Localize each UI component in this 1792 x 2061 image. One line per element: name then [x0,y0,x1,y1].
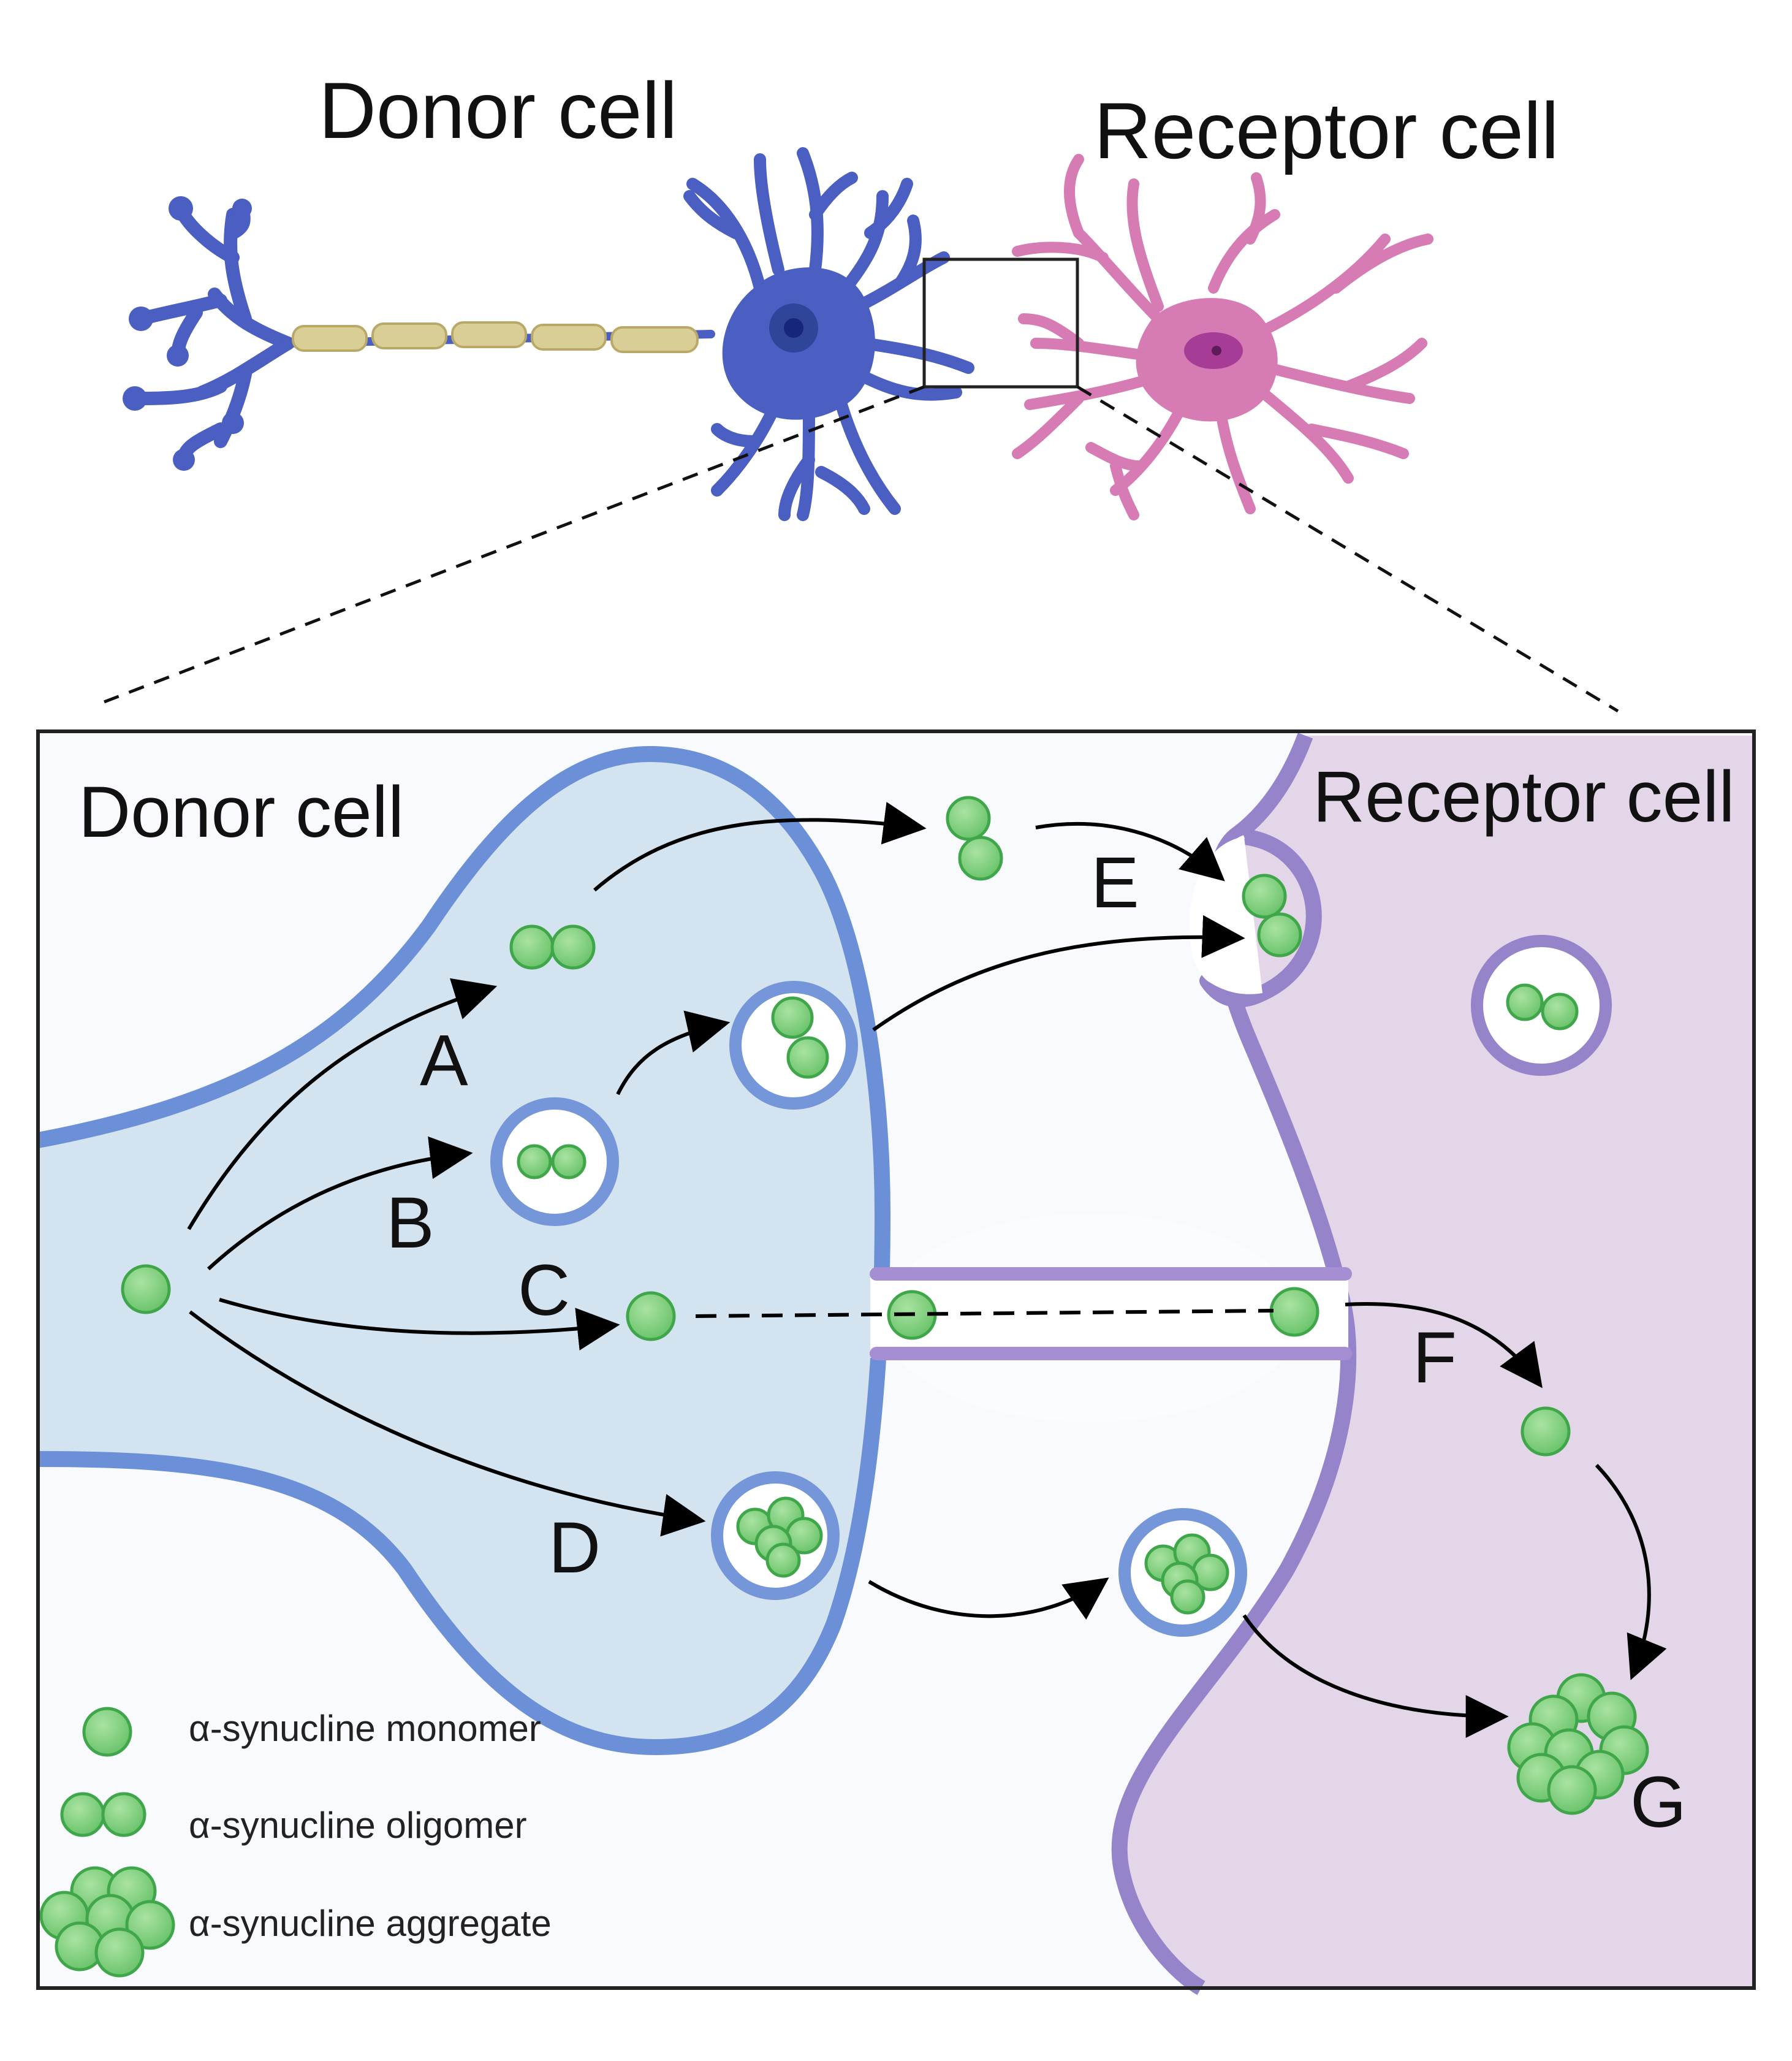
detail-receptor-title: Receptor cell [1313,756,1735,837]
aggregate-D [736,1496,823,1578]
arrow-A [187,978,498,1230]
donor-dendrites [683,147,974,521]
step-label-F: F [1413,1317,1457,1398]
step-label-D: D [549,1507,601,1588]
aggregate-G [1507,1673,1649,1815]
arrow-D-out [868,1577,1109,1620]
step-label-A: A [420,1020,468,1101]
oligomer-extracellular [946,796,1003,881]
legend-oligomer-label: α-synucline oligomer [189,1805,527,1846]
monomer-C [626,1291,676,1341]
arrow-F [1345,1302,1543,1389]
dashed-line-C [695,1309,1274,1318]
step-label-G: G [1630,1762,1687,1843]
top-receptor-title: Receptor cell [1094,86,1559,175]
legend-monomer-label: α-synucline monomer [189,1708,541,1749]
synuclein-particles [121,796,1649,1815]
step-label-B: B [386,1183,435,1263]
monomer-tube-2 [1269,1287,1319,1337]
oligomer-receptor [1506,983,1579,1030]
axon-terminal-bulbs [123,196,252,471]
myelin-sheath [292,321,699,353]
pathway-arrows [187,802,1667,1738]
donor-membrane [36,745,891,1756]
zoom-line-right [1076,385,1619,713]
zoom-line-left [104,385,925,704]
receptor-dendrites [1012,154,1433,520]
step-label-C: C [518,1250,570,1331]
step-label-E: E [1091,842,1139,923]
arrow-A-to-extracellular [593,802,927,892]
arrow-B [207,1136,473,1271]
arrow-D [189,1310,706,1537]
legend: α-synucline monomer α-synucline oligomer… [39,1707,552,1978]
detail-donor-title: Donor cell [78,772,404,853]
oligomer-A [509,924,596,970]
arrow-exit-to-pit [872,915,1245,1032]
arrow-extracellular-to-pit [1035,821,1225,882]
receptor-neuron [1012,154,1433,520]
zoom-box [922,257,1079,389]
detail-panel: Donor cell Receptor cell A B C D E F G [36,730,1756,1995]
aggregate-crossing [1144,1533,1229,1615]
monomer-origin [121,1264,171,1314]
legend-aggregate-icon [39,1866,175,1978]
arrow-crossing-to-G [1242,1614,1509,1738]
top-donor-title: Donor cell [319,66,677,155]
legend-oligomer-icon [60,1792,146,1837]
detail-panel-border [36,730,1756,1990]
arrow-F-to-G [1595,1463,1667,1680]
arrow-B-to-exit [616,1010,731,1095]
monomer-F [1521,1406,1571,1457]
oligomer-B [517,1144,587,1179]
legend-monomer-icon [82,1707,132,1757]
axon-terminal [128,202,295,467]
legend-aggregate-label: α-synucline aggregate [189,1903,552,1944]
oligomer-exit [771,996,829,1079]
arrow-C [219,1298,620,1351]
oligomer-pit [1242,874,1302,958]
